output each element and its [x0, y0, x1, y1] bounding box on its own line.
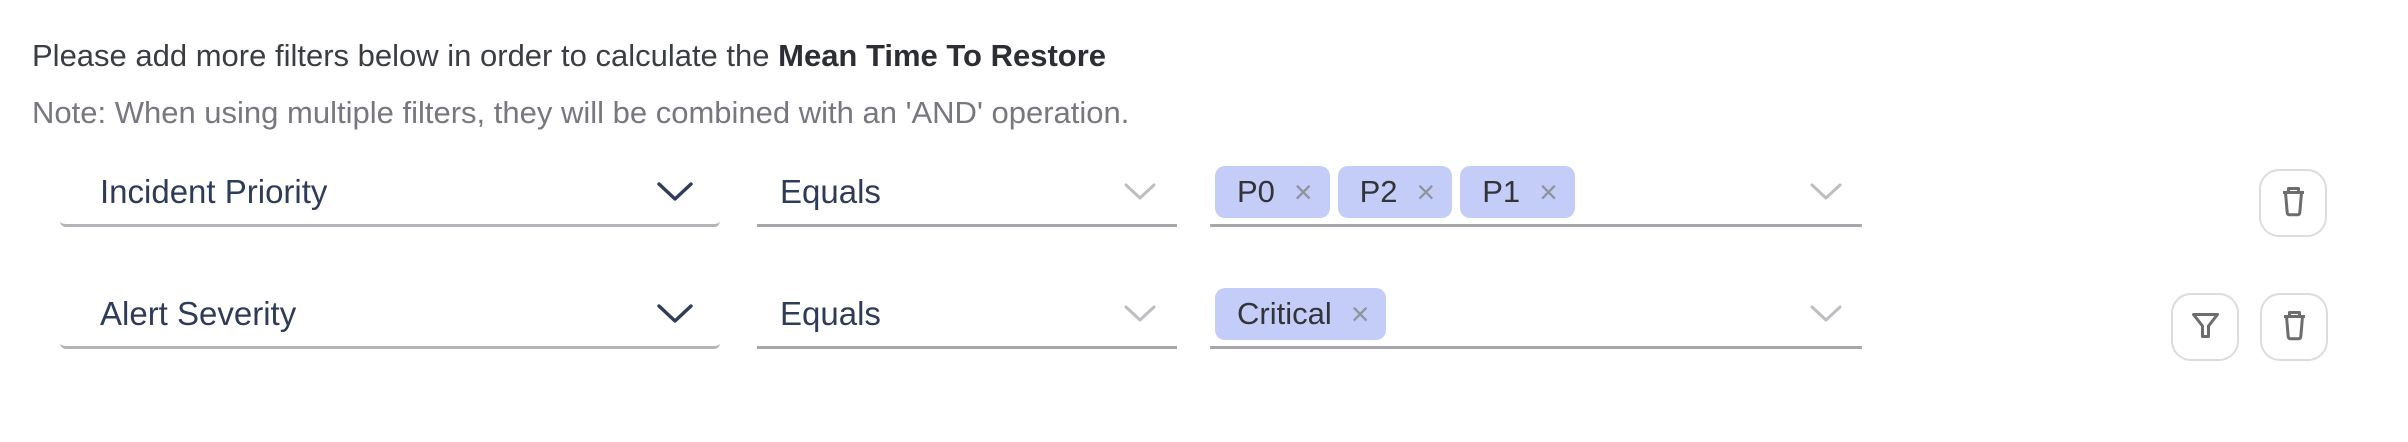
operator-select-row1[interactable]: Equals — [757, 159, 1177, 227]
chip-remove-icon[interactable]: × — [1293, 173, 1313, 210]
selected-values: Critical × — [1215, 287, 1387, 340]
operator-select-value: Equals — [780, 172, 881, 210]
value-chip[interactable]: P0 × — [1215, 165, 1330, 218]
chip-remove-icon[interactable]: × — [1539, 173, 1558, 210]
chevron-down-icon — [1809, 182, 1843, 201]
values-multiselect-row2[interactable]: Critical × — [1210, 281, 1862, 349]
title-metric: Mean Time To Restore — [778, 38, 1107, 73]
chevron-down-icon — [1809, 304, 1843, 323]
operator-select-value: Equals — [780, 294, 881, 332]
chip-label: P2 — [1359, 173, 1398, 209]
chip-label: Critical — [1237, 295, 1332, 331]
operator-select-row2[interactable]: Equals — [757, 281, 1177, 349]
field-select-value: Alert Severity — [100, 294, 297, 332]
field-select-row2[interactable]: Alert Severity — [60, 281, 720, 349]
chevron-down-icon — [1123, 182, 1157, 201]
apply-filter-button[interactable] — [2171, 293, 2239, 361]
values-multiselect-row1[interactable]: P0 × P2 × P1 × — [1210, 159, 1862, 227]
value-chip[interactable]: Critical × — [1215, 287, 1387, 340]
chip-label: P0 — [1237, 173, 1275, 209]
field-select-value: Incident Priority — [100, 172, 328, 210]
title-text: Please add more filters below in order t… — [32, 38, 779, 73]
chevron-down-icon — [656, 303, 694, 324]
filter-icon — [2190, 311, 2221, 343]
chevron-down-icon — [656, 181, 694, 202]
selected-values: P0 × P2 × P1 × — [1215, 165, 1575, 218]
trash-icon — [2280, 185, 2307, 221]
field-select-row1[interactable]: Incident Priority — [60, 159, 720, 227]
chip-remove-icon[interactable]: × — [1350, 295, 1370, 332]
panel-title: Please add more filters below in order t… — [32, 38, 1106, 74]
value-chip[interactable]: P2 × — [1337, 165, 1453, 218]
delete-filter-button[interactable] — [2259, 169, 2327, 237]
panel-note: Note: When using multiple filters, they … — [32, 95, 1130, 130]
chip-label: P1 — [1482, 173, 1521, 209]
delete-filter-button[interactable] — [2260, 293, 2328, 361]
chevron-down-icon — [1123, 304, 1157, 323]
chip-remove-icon[interactable]: × — [1416, 173, 1436, 210]
trash-icon — [2281, 309, 2308, 345]
value-chip[interactable]: P1 × — [1460, 165, 1575, 218]
